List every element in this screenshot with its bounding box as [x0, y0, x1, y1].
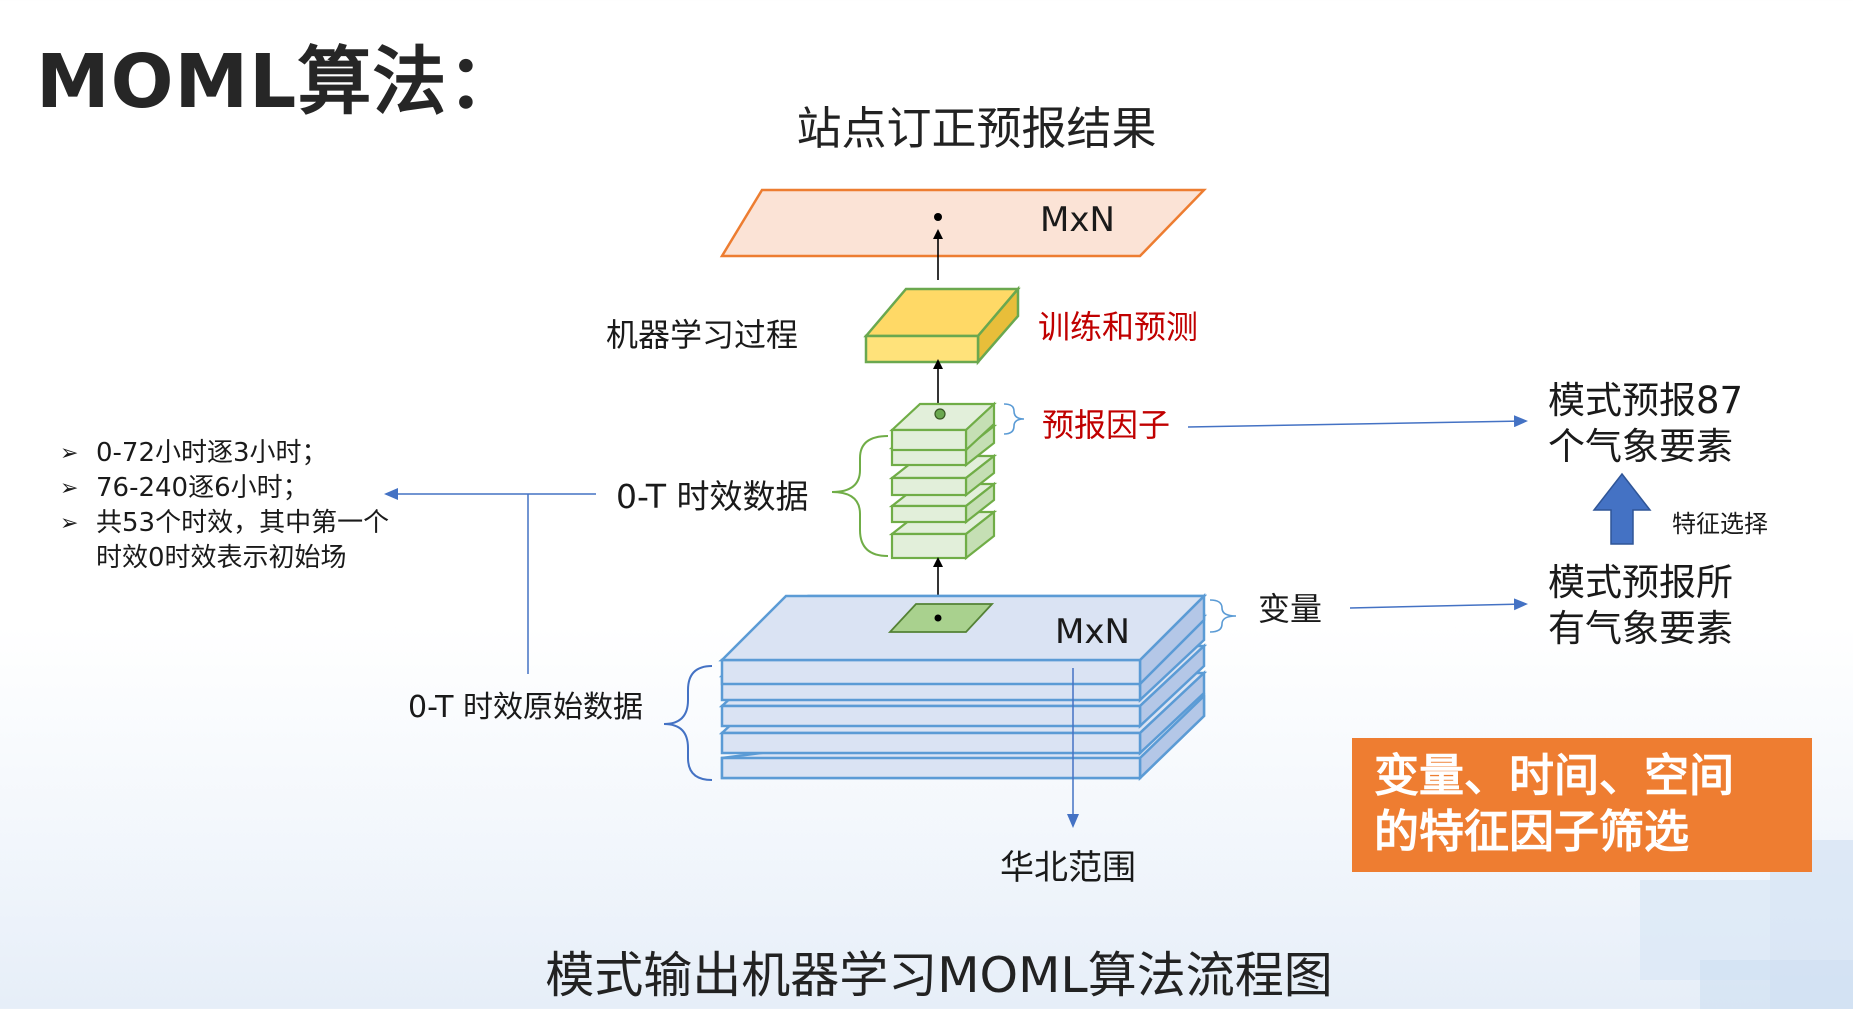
region-label: 华北范围	[1000, 848, 1136, 888]
feature-filter-callout: 变量、时间、空间 的特征因子筛选	[1352, 738, 1812, 872]
variable-connector	[1349, 598, 1528, 611]
arrow-bullet-icon: ➢	[60, 511, 79, 536]
figure-caption: 模式输出机器学习MOML算法流程图	[545, 947, 1333, 1004]
variable-brace	[1209, 599, 1237, 633]
slide-title: MOML算法：	[36, 39, 523, 125]
callout-line: 的特征因子筛选	[1374, 805, 1690, 858]
arrow-bullet-icon: ➢	[60, 476, 79, 501]
right-bottom-line: 有气象要素	[1548, 607, 1733, 650]
output-layer-label: MxN	[1040, 200, 1115, 240]
list-item-text: 共53个时效，其中第一个	[96, 508, 390, 538]
list-item-text: 0-72小时逐3小时；	[96, 438, 328, 468]
variable-label: 变量	[1258, 590, 1323, 628]
feature-select-arrow	[1592, 472, 1652, 545]
arrow-bullet-icon: ➢	[60, 441, 79, 466]
base-layer-label: MxN	[1055, 612, 1130, 652]
right-bottom-line: 模式预报所	[1548, 561, 1733, 604]
factor-connector	[1187, 415, 1528, 428]
list-item: ➢ 共53个时效，其中第一个时效0时效表示初始场	[58, 506, 389, 576]
callout-line: 变量、时间、空间	[1374, 749, 1735, 802]
ml-process-box	[863, 285, 1021, 366]
right-bottom-label: 模式预报所 有气象要素	[1548, 560, 1733, 652]
grid-point	[934, 614, 942, 622]
factor-point	[934, 408, 946, 420]
raw-data-label: 0-T 时效原始数据	[408, 690, 644, 725]
list-item-text: 76-240逐6小时；	[96, 473, 309, 503]
right-top-label: 模式预报87 个气象要素	[1548, 378, 1743, 470]
ml-process-label: 机器学习过程	[606, 316, 799, 354]
output-title: 站点订正预报结果	[796, 102, 1157, 155]
right-top-line: 个气象要素	[1548, 425, 1733, 468]
train-predict-label: 训练和预测	[1038, 308, 1199, 346]
forecast-factor-label: 预报因子	[1042, 406, 1171, 444]
output-point	[934, 213, 942, 221]
list-item: ➢ 76-240逐6小时；	[58, 471, 389, 506]
factor-layer-stack	[888, 401, 998, 561]
factor-brace	[1003, 403, 1025, 435]
output-plane	[719, 188, 1207, 258]
raw-data-brace	[663, 665, 713, 781]
right-top-line: 模式预报87	[1548, 379, 1744, 422]
time-data-brace	[831, 435, 889, 557]
feature-select-label: 特征选择	[1672, 510, 1768, 538]
list-item: ➢ 0-72小时逐3小时；	[58, 436, 389, 471]
raw-data-layer-stack	[718, 592, 1208, 781]
time-data-label: 0-T 时效数据	[616, 477, 809, 516]
time-steps-list: ➢ 0-72小时逐3小时； ➢ 76-240逐6小时； ➢ 共53个时效，其中第一个时…	[58, 436, 389, 576]
list-item-text: 时效0时效表示初始场	[96, 543, 347, 573]
